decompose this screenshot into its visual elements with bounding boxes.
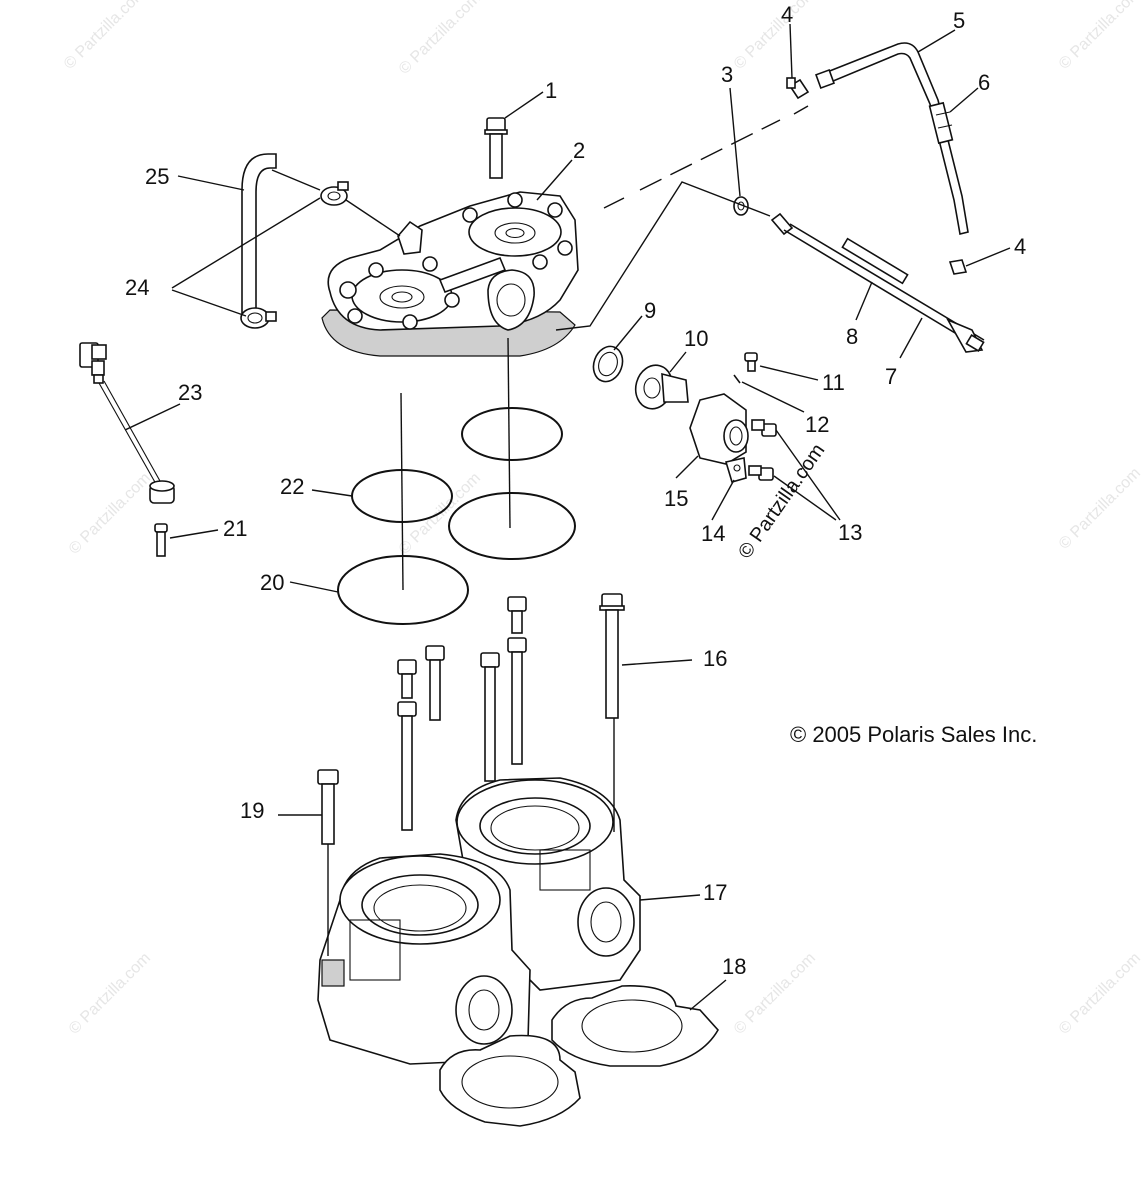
- part-18-base-gaskets: [439, 985, 719, 1127]
- watermark: © Partzilla.com: [1056, 0, 1144, 73]
- part-24-clamps: [240, 181, 349, 329]
- watermark: © Partzilla.com: [61, 0, 149, 73]
- watermark: © Partzilla.com: [731, 0, 819, 73]
- callout-17: 17: [703, 880, 727, 905]
- callout-10: 10: [684, 326, 708, 351]
- part-14-clip: [724, 457, 747, 483]
- callout-8: 8: [846, 324, 858, 349]
- callout-22: 22: [280, 474, 304, 499]
- callout-25: 25: [145, 164, 169, 189]
- part-15-housing: [689, 393, 749, 465]
- part-25-hose: [241, 153, 277, 319]
- callout-12: 12: [805, 412, 829, 437]
- callout-14: 14: [701, 521, 725, 546]
- watermark-dark: © Partzilla.com: [734, 440, 829, 563]
- watermark: © Partzilla.com: [396, 0, 484, 78]
- part-3-washer: [733, 196, 749, 216]
- part-12-pin: [733, 374, 741, 384]
- copyright-notice: © 2005 Polaris Sales Inc.: [790, 722, 1038, 747]
- bolt-group: [317, 593, 625, 845]
- callout-7: 7: [885, 364, 897, 389]
- part-11-screw: [744, 352, 758, 372]
- part-9-gasket: [592, 345, 624, 383]
- part-23-sensor: [79, 342, 161, 485]
- callout-numbers: 1 2 3 4 4 5 6 7 8 9 10 11 12 13 14 15 16…: [125, 2, 1026, 979]
- callout-9: 9: [644, 298, 656, 323]
- o-ring-large-right: [448, 492, 576, 560]
- watermark: © Partzilla.com: [1056, 465, 1144, 553]
- watermark: © Partzilla.com: [1056, 950, 1144, 1038]
- callout-18: 18: [722, 954, 746, 979]
- leader-lines: [124, 23, 1011, 1011]
- callout-5: 5: [953, 8, 965, 33]
- callout-15: 15: [664, 486, 688, 511]
- part-1-bolt: [484, 117, 508, 179]
- callout-20: 20: [260, 570, 284, 595]
- part-6-sleeve: [928, 101, 954, 145]
- part-4-fitting-right: [948, 259, 968, 275]
- part-7-8-cable: [770, 212, 985, 353]
- callout-4-top: 4: [781, 2, 793, 27]
- callout-1: 1: [545, 78, 557, 103]
- callout-16: 16: [703, 646, 727, 671]
- part-10-thermostat: [634, 364, 689, 410]
- callout-23: 23: [178, 380, 202, 405]
- callout-24: 24: [125, 275, 149, 300]
- part-13-screws: [748, 419, 777, 481]
- part-5-tube: [815, 42, 969, 235]
- callout-11: 11: [822, 370, 845, 395]
- callout-19: 19: [240, 798, 264, 823]
- watermark: © Partzilla.com: [66, 950, 154, 1038]
- callout-3: 3: [721, 62, 733, 87]
- callout-6: 6: [978, 70, 990, 95]
- part-4-fitting-top: [786, 77, 810, 100]
- callout-4-right: 4: [1014, 234, 1026, 259]
- callout-21: 21: [223, 516, 247, 541]
- part-17-cylinders: [317, 777, 641, 1065]
- callout-13: 13: [838, 520, 862, 545]
- part-2-cylinder-head: [321, 191, 579, 357]
- o-ring-small-right: [461, 407, 563, 461]
- watermark: © Partzilla.com: [66, 470, 154, 558]
- part-21-bolt: [149, 480, 175, 557]
- callout-2: 2: [573, 138, 585, 163]
